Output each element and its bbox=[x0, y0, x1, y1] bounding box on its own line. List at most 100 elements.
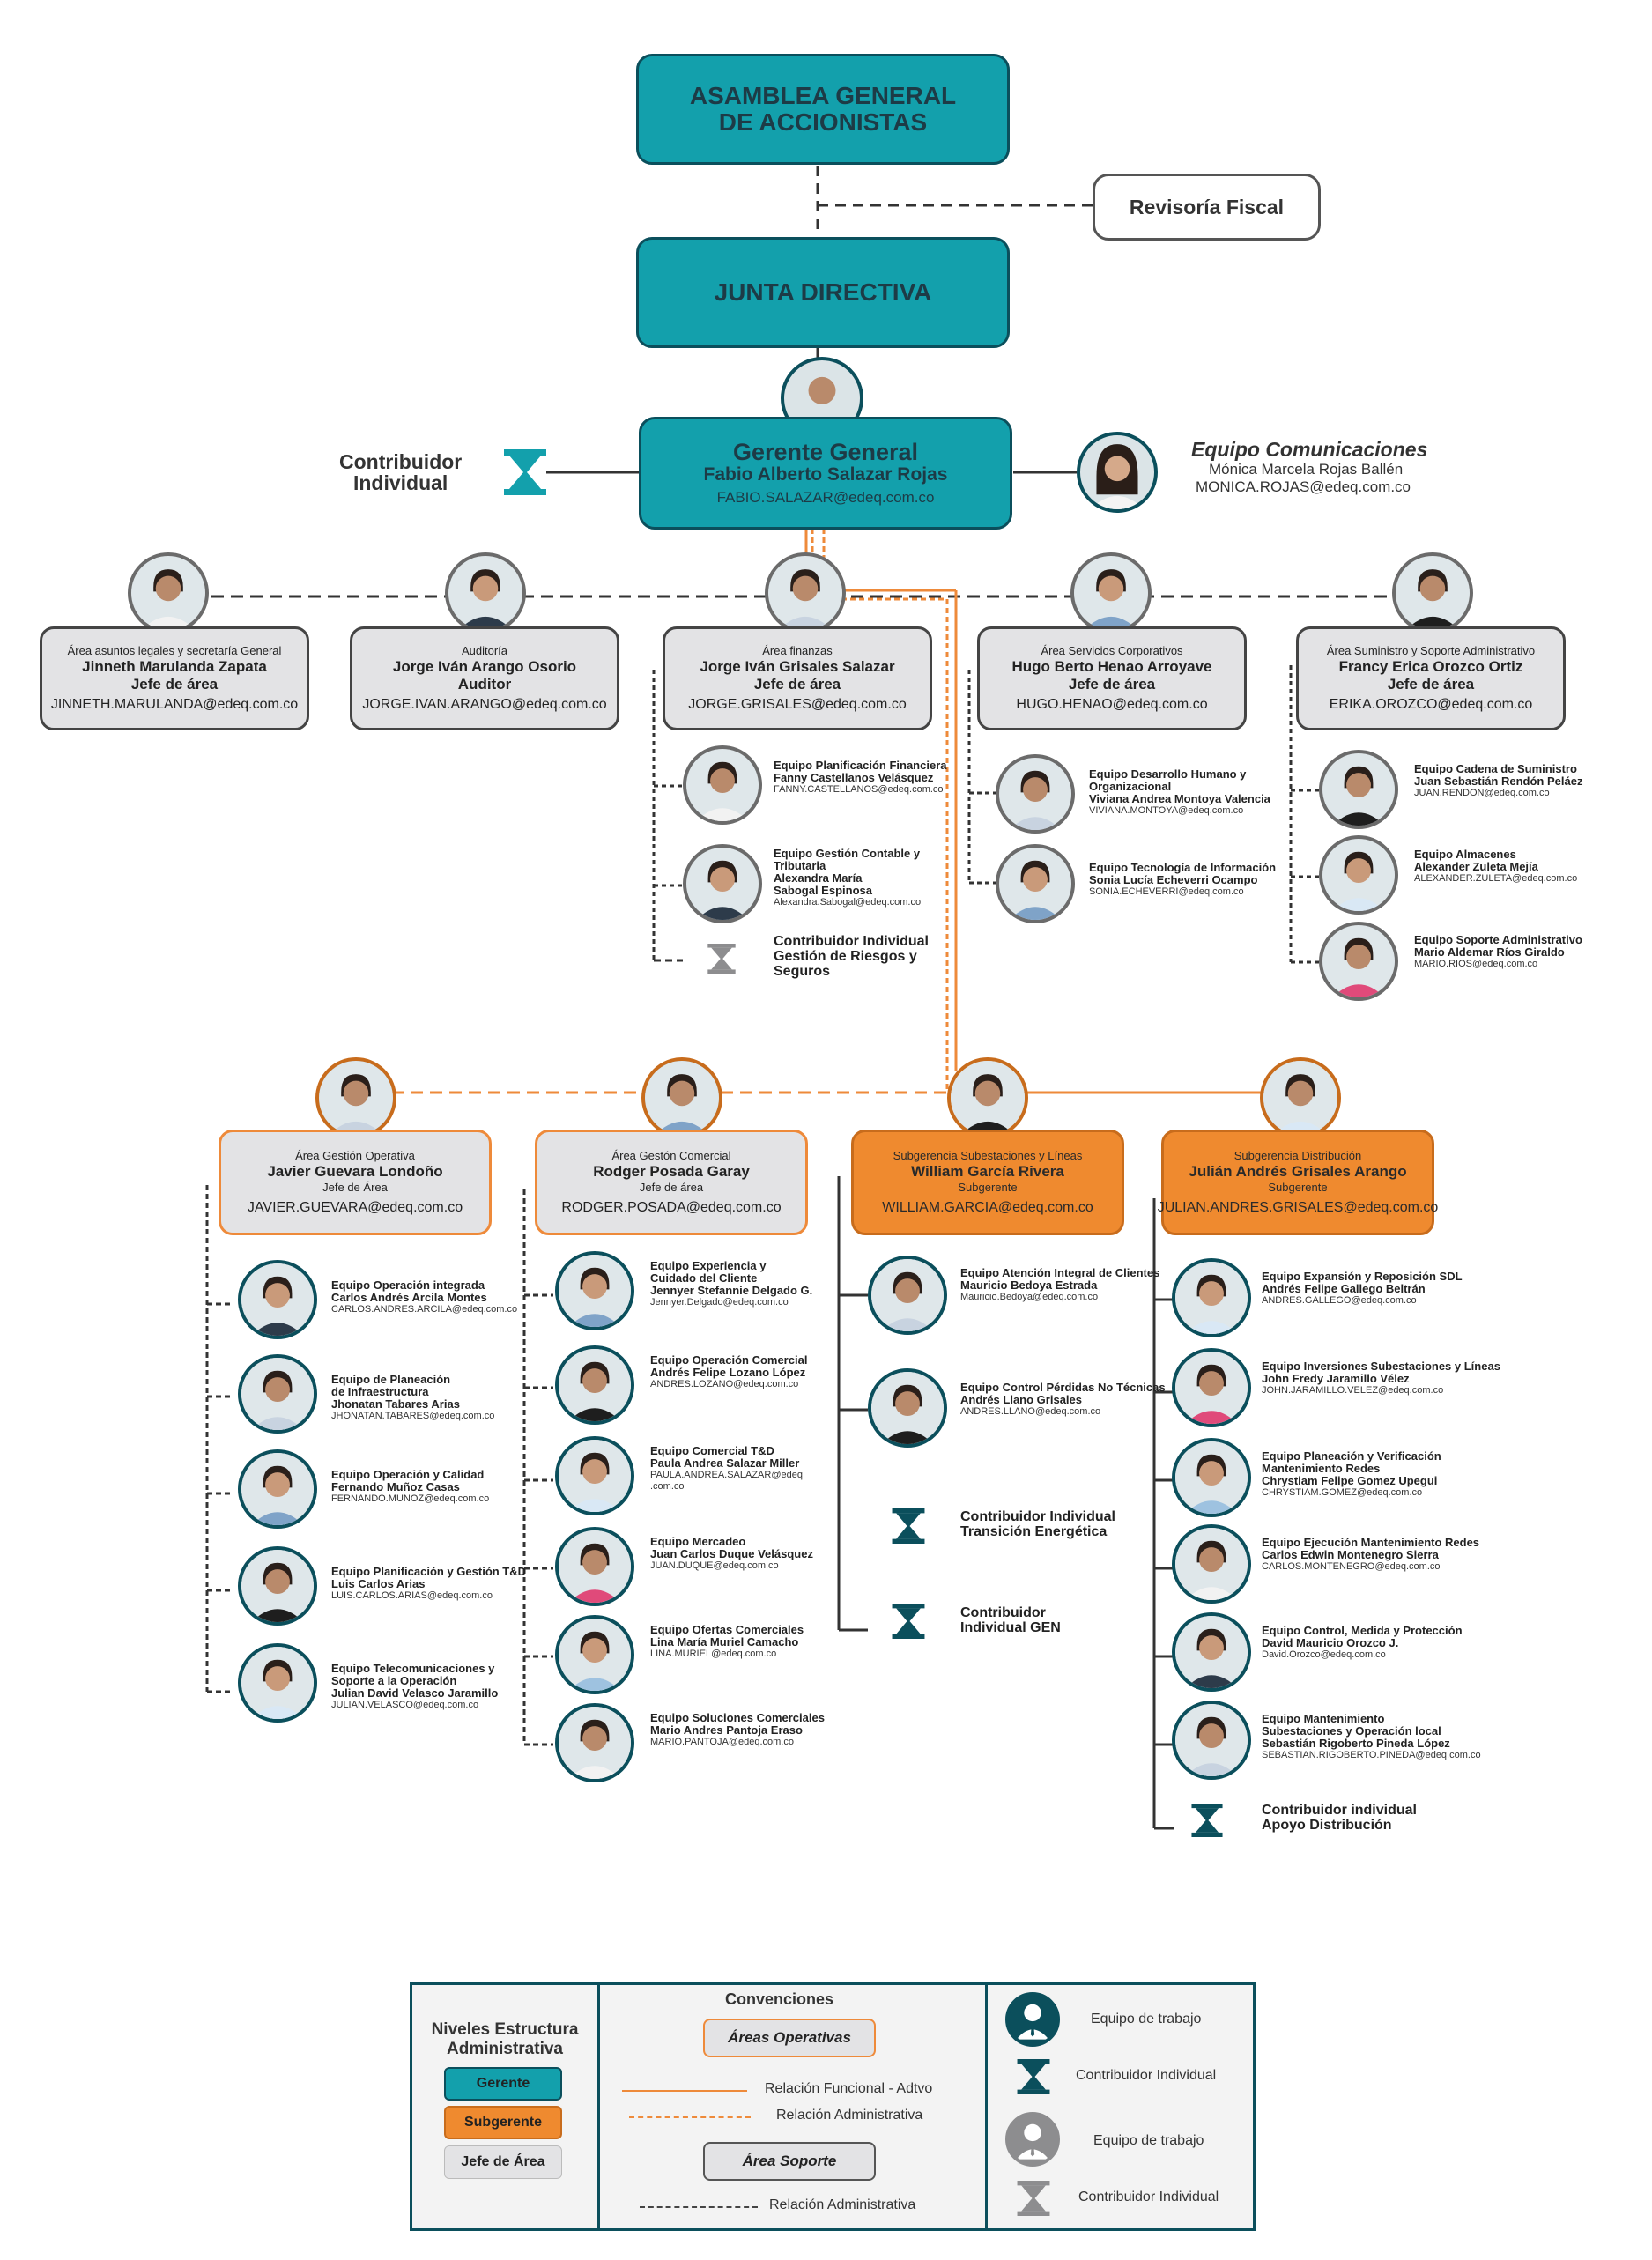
team-name-2: Mantenimiento Redes bbox=[1262, 1462, 1381, 1475]
person-email: JUAN.RENDON@edeq.com.co bbox=[1414, 788, 1550, 798]
jefe-email: JINNETH.MARULANDA@edeq.com.co bbox=[50, 697, 299, 712]
team-name: Equipo Operación integrada bbox=[331, 1278, 485, 1292]
person-email: JHONATAN.TABARES@edeq.com.co bbox=[331, 1411, 495, 1421]
contrib-line1: Contribuidor individual bbox=[1262, 1803, 1417, 1818]
member-avatar bbox=[555, 1703, 634, 1782]
jefe-avatar-4 bbox=[1392, 552, 1473, 634]
legend-contrib-2: Contribuidor Individual bbox=[1078, 2190, 1219, 2204]
team-name: Equipo Inversiones Subestaciones y Línea… bbox=[1262, 1360, 1500, 1373]
person-email: ANDRES.LLANO@edeq.com.co bbox=[960, 1406, 1101, 1417]
jefe-area: Área Servicios Corporativos bbox=[1041, 644, 1183, 657]
team-name-2: de Infraestructura bbox=[331, 1385, 429, 1398]
head-email: JULIAN.ANDRES.GRISALES@edeq.com.co bbox=[1157, 1200, 1439, 1215]
member-avatar bbox=[238, 1260, 317, 1339]
member-avatar bbox=[1172, 1701, 1251, 1780]
asamblea-box[interactable]: ASAMBLEA GENERAL DE ACCIONISTAS bbox=[636, 54, 1010, 165]
person-email: CHRYSTIAM.GOMEZ@edeq.com.co bbox=[1262, 1487, 1423, 1498]
member-avatar bbox=[683, 844, 762, 923]
team-name: Equipo Expansión y Reposición SDL bbox=[1262, 1270, 1463, 1283]
team-name: Equipo Soporte Administrativo bbox=[1414, 933, 1582, 946]
person-name: Fanny Castellanos Velásquez bbox=[774, 771, 934, 784]
head-role: Jefe de área bbox=[639, 1181, 704, 1194]
member-avatar bbox=[555, 1345, 634, 1425]
head-name: William García Rivera bbox=[911, 1163, 1064, 1180]
team-name: Equipo Cadena de Suministro bbox=[1414, 762, 1577, 775]
head-area: Área Gestón Comercial bbox=[611, 1149, 731, 1162]
team-name: Equipo Planificación Financiera bbox=[774, 759, 947, 772]
contrib-line1: Contribuidor Individual bbox=[774, 934, 929, 949]
member-avatar bbox=[1172, 1524, 1251, 1604]
contrib-line1: Contribuidor Individual bbox=[960, 1509, 1115, 1524]
person-name: John Fredy Jaramillo Vélez bbox=[1262, 1372, 1410, 1385]
jefe-box-4[interactable]: Área Suministro y Soporte Administrativo… bbox=[1296, 626, 1566, 730]
person-name: Chrystiam Felipe Gomez Upegui bbox=[1262, 1474, 1438, 1487]
contrib-line2: Individual GEN bbox=[960, 1620, 1061, 1635]
jefe-avatar-2 bbox=[765, 552, 846, 634]
person-email: David.Orozco@edeq.com.co bbox=[1262, 1649, 1386, 1660]
person-name: Mauricio Bedoya Estrada bbox=[960, 1278, 1098, 1292]
person-email-2: .com.co bbox=[650, 1481, 685, 1492]
gerente-email: FABIO.SALAZAR@edeq.com.co bbox=[716, 489, 935, 506]
contrib-line2: Gestión de Riesgos y bbox=[774, 949, 917, 964]
team-name: Equipo Planeación y Verificación bbox=[1262, 1449, 1441, 1463]
junta-box[interactable]: JUNTA DIRECTIVA bbox=[636, 237, 1010, 348]
head-role: Subgerente bbox=[1268, 1181, 1328, 1194]
gerente-title: Gerente General bbox=[732, 439, 919, 465]
jefe-role: Jefe de área bbox=[1068, 676, 1156, 693]
head-area: Subgerencia Distribución bbox=[1233, 1149, 1362, 1162]
legend-areas-operativas-label: Áreas Operativas bbox=[728, 2029, 851, 2046]
legend-area-soporte-label: Área Soporte bbox=[742, 2153, 837, 2169]
person-email: ANDRES.GALLEGO@edeq.com.co bbox=[1262, 1295, 1417, 1306]
team-name: Equipo Control Pérdidas No Técnicas bbox=[960, 1381, 1166, 1394]
comunicaciones-title: Equipo Comunicaciones bbox=[1191, 438, 1428, 461]
jefe-role: Jefe de área bbox=[753, 676, 841, 693]
person-name: Mario Aldemar Ríos Giraldo bbox=[1414, 945, 1565, 959]
jefe-email: ERIKA.OROZCO@edeq.com.co bbox=[1329, 697, 1533, 712]
person-name: Mario Andres Pantoja Eraso bbox=[650, 1723, 803, 1737]
jefe-name: Jinneth Marulanda Zapata bbox=[82, 658, 267, 675]
gerente-box[interactable]: Gerente General Fabio Alberto Salazar Ro… bbox=[639, 417, 1012, 530]
member-avatar bbox=[238, 1449, 317, 1529]
member-avatar bbox=[555, 1527, 634, 1606]
legend-contrib-1: Contribuidor Individual bbox=[1076, 2068, 1217, 2083]
jefe-box-0[interactable]: Área asuntos legales y secretaría Genera… bbox=[40, 626, 309, 730]
legend-equipo-1: Equipo de trabajo bbox=[1091, 2012, 1202, 2027]
member-avatar bbox=[996, 754, 1075, 834]
revisoria-box[interactable]: Revisoría Fiscal bbox=[1093, 174, 1321, 241]
person-name: Fernando Muñoz Casas bbox=[331, 1480, 460, 1493]
person-name: Sonia Lucía Echeverri Ocampo bbox=[1089, 873, 1258, 886]
jefe-role: Jefe de área bbox=[1387, 676, 1475, 693]
team-name: Equipo Mercadeo bbox=[650, 1535, 746, 1548]
member-avatar bbox=[1319, 922, 1398, 1001]
person-email: SEBASTIAN.RIGOBERTO.PINEDA@edeq.com.co bbox=[1262, 1750, 1481, 1760]
person-name: Jennyer Stefannie Delgado G. bbox=[650, 1284, 813, 1297]
legend-team-icon-gray bbox=[1005, 2112, 1060, 2167]
person-name: Alexandra María bbox=[774, 871, 863, 885]
person-email: FERNANDO.MUNOZ@edeq.com.co bbox=[331, 1493, 490, 1504]
person-email: Alexandra.Sabogal@edeq.com.co bbox=[774, 897, 922, 908]
team-name: Equipo Desarrollo Humano y bbox=[1089, 767, 1247, 781]
head-avatar-3 bbox=[1260, 1057, 1341, 1138]
person-email: LINA.MURIEL@edeq.com.co bbox=[650, 1649, 777, 1659]
person-email: MARIO.PANTOJA@edeq.com.co bbox=[650, 1737, 794, 1747]
contrib-gerente-line1: Contribuidor bbox=[339, 450, 463, 473]
